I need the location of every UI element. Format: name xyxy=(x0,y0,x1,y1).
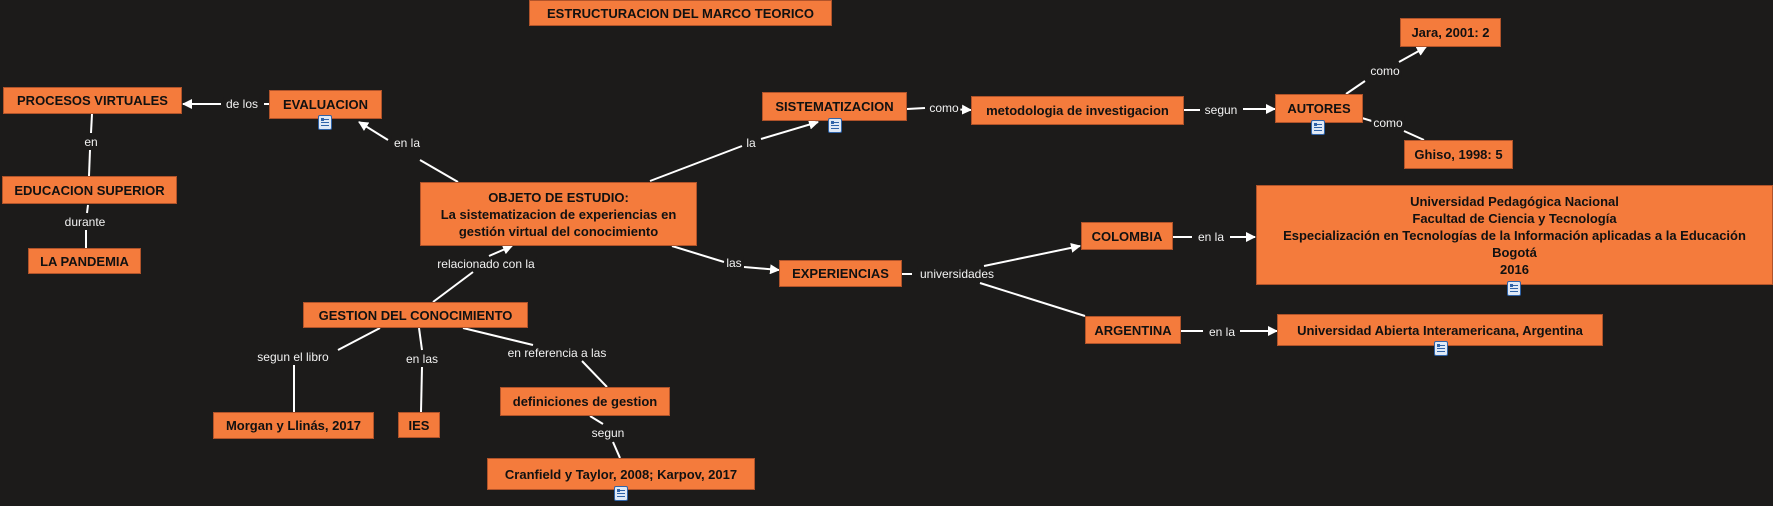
link-label-en: en xyxy=(82,135,100,149)
link-label-como: como xyxy=(927,101,961,115)
link-label-la: la xyxy=(744,136,758,150)
document-icon[interactable] xyxy=(614,486,628,501)
link-label-en-la: en la xyxy=(1206,325,1238,339)
node-experiencias[interactable]: EXPERIENCIAS xyxy=(779,260,902,287)
node-argentina[interactable]: ARGENTINA xyxy=(1085,316,1181,344)
document-icon[interactable] xyxy=(828,118,842,133)
page-title[interactable]: ESTRUCTURACION DEL MARCO TEORICO xyxy=(529,0,832,26)
node-procesos-virtuales[interactable]: PROCESOS VIRTUALES xyxy=(3,87,182,114)
node-gestion-del-conocimiento[interactable]: GESTION DEL CONOCIMIENTO xyxy=(303,302,528,328)
document-icon[interactable] xyxy=(318,115,332,130)
link-label-las: las xyxy=(724,256,744,270)
link-label-como: como xyxy=(1368,64,1402,78)
node-universidad-abierta-interamericana[interactable]: Universidad Abierta Interamericana, Arge… xyxy=(1277,314,1603,346)
node-la-pandemia[interactable]: LA PANDEMIA xyxy=(28,248,141,274)
link-label-en-referencia-a-las: en referencia a las xyxy=(505,346,609,360)
node-ies[interactable]: IES xyxy=(398,412,440,438)
node-objeto-de-estudio[interactable]: OBJETO DE ESTUDIO: La sistematizacion de… xyxy=(420,182,697,246)
link-label-de-los: de los xyxy=(223,97,261,111)
node-universidad-pedagogica-nacional[interactable]: Universidad Pedagógica Nacional Facultad… xyxy=(1256,185,1773,285)
link-label-universidades: universidades xyxy=(917,267,997,281)
link-label-en-la: en la xyxy=(391,136,423,150)
node-ghiso[interactable]: Ghiso, 1998: 5 xyxy=(1404,140,1513,169)
link-label-en-la: en la xyxy=(1195,230,1227,244)
node-morgan-llinas[interactable]: Morgan y Llinás, 2017 xyxy=(213,412,374,439)
node-jara[interactable]: Jara, 2001: 2 xyxy=(1400,18,1501,47)
link-label-durante: durante xyxy=(62,215,108,229)
node-definiciones-de-gestion[interactable]: definiciones de gestion xyxy=(500,387,670,416)
link-label-en-las: en las xyxy=(403,352,441,366)
document-icon[interactable] xyxy=(1507,281,1521,296)
link-label-como: como xyxy=(1371,116,1405,130)
document-icon[interactable] xyxy=(1311,120,1325,135)
node-metodologia-de-investigacion[interactable]: metodologia de investigacion xyxy=(971,96,1184,125)
node-educacion-superior[interactable]: EDUCACION SUPERIOR xyxy=(2,176,177,204)
link-label-segun: segun xyxy=(589,426,627,440)
link-label-segun: segun xyxy=(1202,103,1240,117)
document-icon[interactable] xyxy=(1434,341,1448,356)
link-label-segun-el-libro: segun el libro xyxy=(255,350,331,364)
node-colombia[interactable]: COLOMBIA xyxy=(1081,222,1173,250)
node-sistematizacion[interactable]: SISTEMATIZACION xyxy=(762,92,907,121)
node-autores[interactable]: AUTORES xyxy=(1275,94,1363,123)
link-label-relacionado-con-la: relacionado con la xyxy=(435,257,537,271)
